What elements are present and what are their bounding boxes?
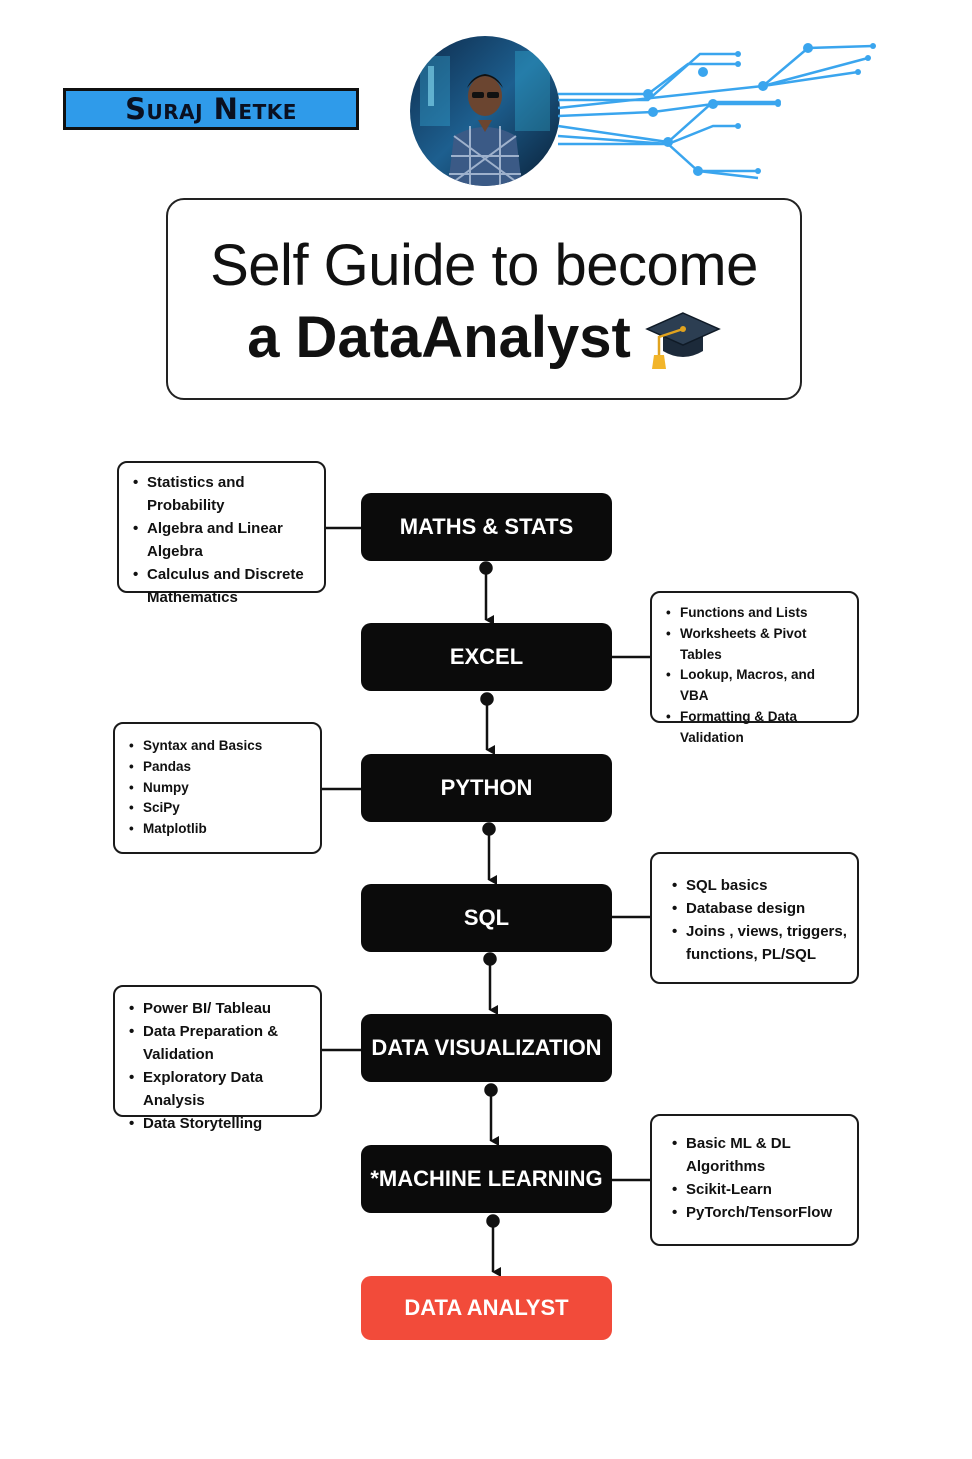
title-line-1: Self Guide to become [210, 233, 758, 298]
list-item: Formatting & Data Validation [666, 707, 847, 749]
list-item: Power BI/ Tableau [129, 997, 310, 1020]
step-excel: EXCEL [361, 623, 612, 691]
list-item: SciPy [129, 798, 310, 819]
note-sql: SQL basics Database design Joins , views… [650, 852, 859, 984]
note-python: Syntax and Basics Pandas Numpy SciPy Mat… [113, 722, 322, 854]
list-item: Matplotlib [129, 819, 310, 840]
list-item: Joins , views, triggers, functions, PL/S… [672, 920, 847, 966]
note-excel: Functions and Lists Worksheets & Pivot T… [650, 591, 859, 745]
list-item: Statistics and Probability [133, 471, 314, 517]
list-item: Algebra and Linear Algebra [133, 517, 314, 563]
circuit-decoration [557, 43, 876, 180]
graduation-cap-icon [644, 311, 721, 369]
list-item: Pandas [129, 757, 310, 778]
step-data-analyst: DATA ANALYST [361, 1276, 612, 1340]
note-data-visualization: Power BI/ Tableau Data Preparation & Val… [113, 985, 322, 1135]
title-line-2-text: a DataAnalyst [247, 305, 631, 370]
step-machine-learning: *MACHINE LEARNING [361, 1145, 612, 1213]
list-item: Exploratory Data Analysis [129, 1066, 310, 1112]
list-item: Data Preparation & Validation [129, 1020, 310, 1066]
list-item: Functions and Lists [666, 603, 847, 624]
note-machine-learning: Basic ML & DL Algorithms Scikit-Learn Py… [650, 1114, 859, 1246]
list-item: Scikit-Learn [672, 1178, 847, 1201]
list-item: Syntax and Basics [129, 736, 310, 757]
author-name: Suraj Netke [125, 92, 297, 126]
list-item: Worksheets & Pivot Tables [666, 624, 847, 666]
list-item: PyTorch/TensorFlow [672, 1201, 847, 1224]
avatar [410, 36, 560, 186]
note-list: Syntax and Basics Pandas Numpy SciPy Mat… [129, 736, 310, 840]
list-item: SQL basics [672, 874, 847, 897]
note-list: Functions and Lists Worksheets & Pivot T… [666, 603, 847, 749]
step-sql: SQL [361, 884, 612, 952]
list-item: Numpy [129, 778, 310, 799]
list-item: Calculus and Discrete Mathematics [133, 563, 314, 609]
step-python: PYTHON [361, 754, 612, 822]
list-item: Lookup, Macros, and VBA [666, 665, 847, 707]
author-badge: Suraj Netke [63, 88, 359, 130]
note-list: Basic ML & DL Algorithms Scikit-Learn Py… [672, 1132, 847, 1224]
title-box: Self Guide to become a DataAnalyst [166, 198, 802, 400]
note-list: SQL basics Database design Joins , views… [672, 874, 847, 966]
list-item: Data Storytelling [129, 1112, 310, 1135]
title-line-2: a DataAnalyst [168, 304, 800, 371]
note-list: Power BI/ Tableau Data Preparation & Val… [129, 997, 310, 1135]
note-list: Statistics and Probability Algebra and L… [133, 471, 314, 609]
avatar-photo [410, 36, 560, 186]
step-data-visualization: DATA VISUALIZATION [361, 1014, 612, 1082]
list-item: Database design [672, 897, 847, 920]
list-item: Basic ML & DL Algorithms [672, 1132, 847, 1178]
step-maths-stats: MATHS & STATS [361, 493, 612, 561]
note-maths-stats: Statistics and Probability Algebra and L… [117, 461, 326, 606]
